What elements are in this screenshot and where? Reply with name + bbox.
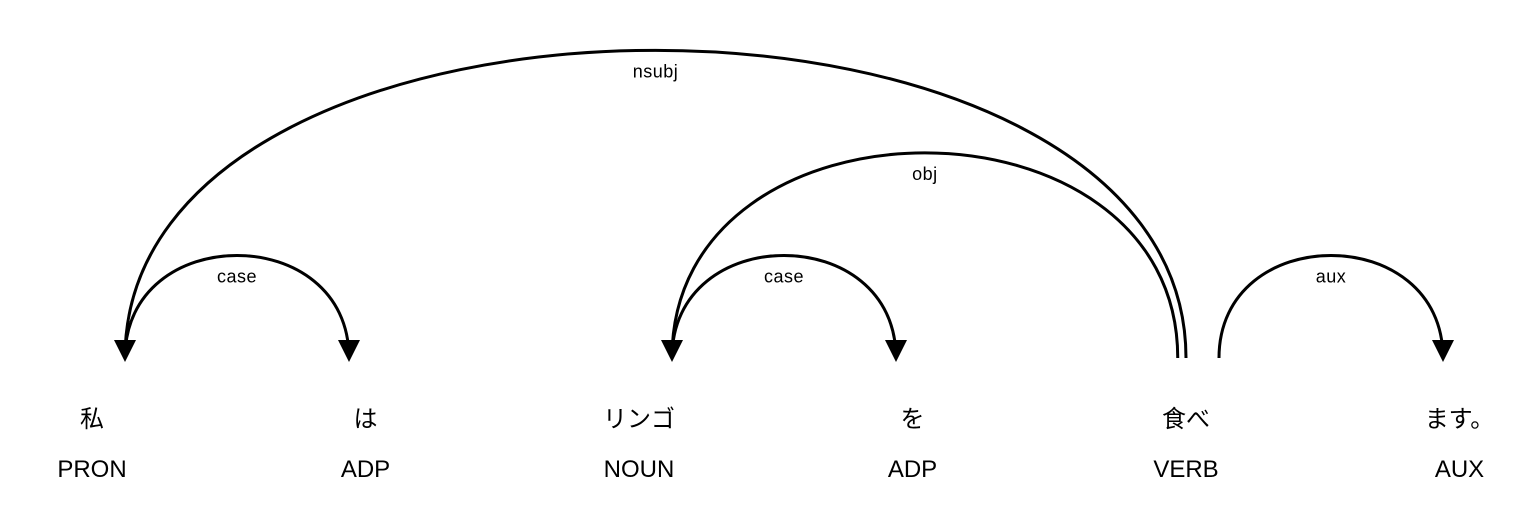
dependency-arc-case: case (123, 254, 360, 362)
token-text: 私 (80, 405, 104, 433)
arrowhead-icon (885, 340, 907, 362)
arc-label-nsubj: nsubj (633, 61, 679, 81)
arc-curve-nsubj (123, 48, 1188, 359)
token-pos-tag: PRON (57, 456, 126, 483)
token: 食べ VERB (1153, 405, 1218, 483)
arc-curve-aux (1217, 254, 1445, 359)
token-text: は (354, 405, 378, 433)
arc-label-case: case (217, 266, 257, 286)
token: リンゴ NOUN (603, 405, 675, 483)
dependency-arc-nsubj: nsubj (114, 48, 1188, 362)
token-pos-tag: ADP (341, 456, 390, 483)
token-text: 食べ (1162, 405, 1210, 433)
arc-curve-obj (670, 151, 1180, 359)
dependency-arc-aux: aux (1217, 254, 1454, 362)
token-pos-tag: VERB (1153, 456, 1218, 483)
token-text: リンゴ (603, 405, 675, 433)
token: は ADP (341, 405, 390, 483)
token-pos-tag: ADP (888, 456, 937, 483)
arc-label-aux: aux (1316, 266, 1347, 286)
token: を ADP (888, 405, 937, 483)
arrowhead-icon (338, 340, 360, 362)
dependency-arc-obj: obj (661, 151, 1180, 362)
token-pos-tag: AUX (1435, 456, 1484, 483)
token: ます。 AUX (1425, 405, 1495, 483)
arc-curve-case (670, 254, 898, 359)
dependency-arc-case: case (670, 254, 907, 362)
token-text: を (901, 405, 925, 433)
arc-curve-case (123, 254, 351, 359)
token: 私 PRON (57, 405, 126, 483)
arrowhead-icon (1432, 340, 1454, 362)
arc-label-obj: obj (912, 164, 938, 184)
token-text: ます。 (1425, 405, 1495, 433)
arc-label-case: case (764, 266, 804, 286)
token-pos-tag: NOUN (604, 456, 675, 483)
arrowhead-icon (114, 340, 136, 362)
arrowhead-icon (661, 340, 683, 362)
